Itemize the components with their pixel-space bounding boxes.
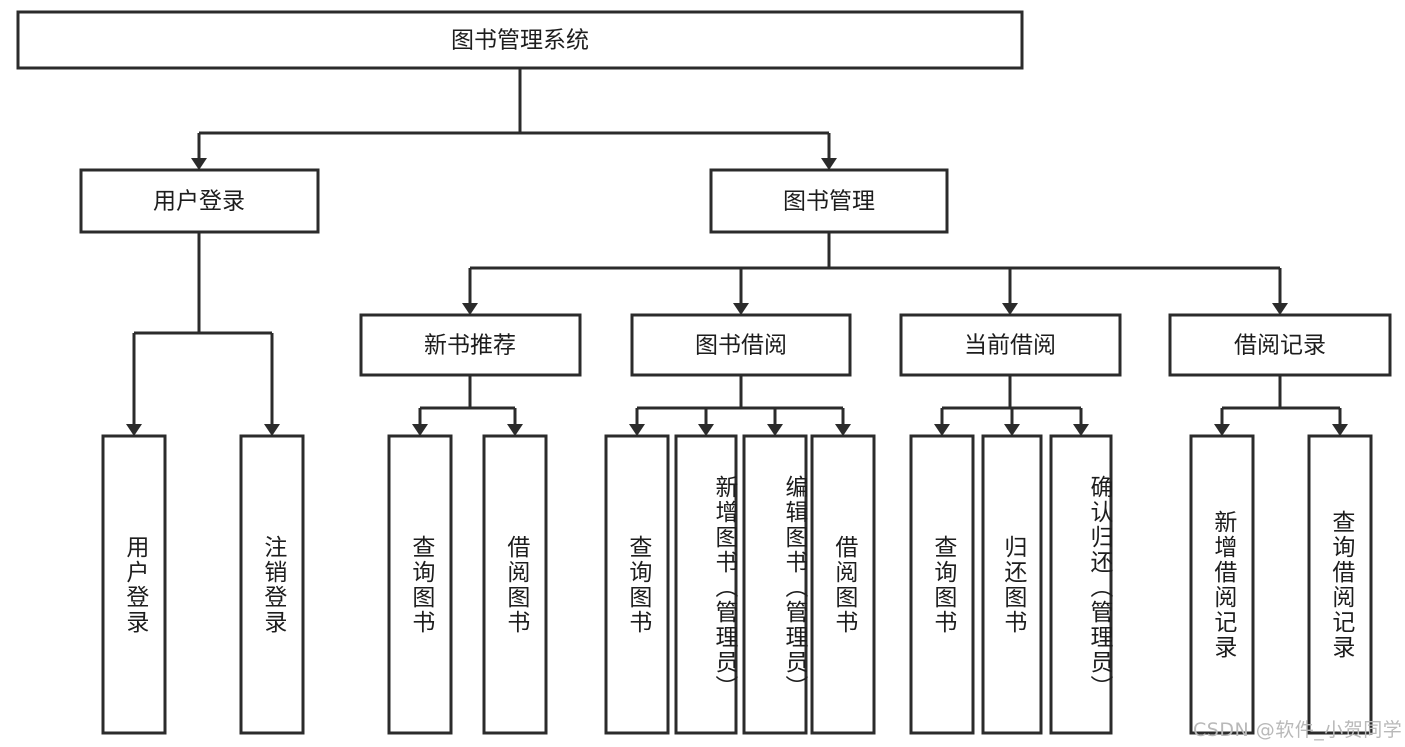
arrowhead-leaf-return-book: [1004, 424, 1020, 436]
arrowhead-leaf-confirm-return-admin: [1073, 424, 1089, 436]
arrowhead-new-book-recommend: [462, 303, 478, 315]
node-leaf-borrow-book-borrow[interactable]: [810, 434, 876, 735]
node-leaf-user-login[interactable]: [101, 434, 167, 735]
label-user-login: 用户登录: [153, 189, 245, 215]
label-book-borrow: 图书借阅: [695, 333, 787, 359]
node-leaf-query-borrow-record[interactable]: [1307, 434, 1373, 735]
node-borrow-record[interactable]: [1168, 313, 1392, 377]
arrowhead-leaf-query-book-current: [934, 424, 950, 436]
label-borrow-record: 借阅记录: [1234, 333, 1326, 359]
node-leaf-query-book-current[interactable]: [909, 434, 975, 735]
node-leaf-confirm-return-admin[interactable]: [1049, 434, 1113, 735]
arrowhead-leaf-borrow-book-recommend: [507, 424, 523, 436]
node-leaf-edit-book-admin[interactable]: [742, 434, 808, 735]
node-leaf-return-book[interactable]: [981, 434, 1043, 735]
node-user-login[interactable]: [79, 168, 320, 234]
node-current-borrow[interactable]: [899, 313, 1122, 377]
arrowhead-borrow-record: [1272, 303, 1288, 315]
node-leaf-query-book-recommend[interactable]: [387, 434, 453, 735]
node-leaf-borrow-book-recommend[interactable]: [482, 434, 548, 735]
node-leaf-query-book-borrow[interactable]: [604, 434, 670, 735]
arrowhead-leaf-add-book-admin: [698, 424, 714, 436]
node-leaf-add-book-admin[interactable]: [674, 434, 738, 735]
connector-layer: [126, 68, 1348, 436]
label-current-borrow: 当前借阅: [964, 333, 1056, 359]
arrowhead-leaf-query-book-borrow: [629, 424, 645, 436]
arrowhead-book-management: [821, 158, 837, 170]
arrowhead-leaf-edit-book-admin: [767, 424, 783, 436]
arrowhead-book-borrow: [733, 303, 749, 315]
horizontal-label-layer: 图书管理系统 用户登录 图书管理 新书推荐 图书借阅 当前借阅 借阅记录: [153, 28, 1326, 359]
label-new-book-recommend: 新书推荐: [424, 333, 516, 359]
node-box-layer: [16, 10, 1392, 735]
arrowhead-user-login: [191, 158, 207, 170]
arrowhead-leaf-query-borrow-record: [1332, 424, 1348, 436]
node-root[interactable]: [16, 10, 1024, 70]
csdn-watermark: CSDN @软件_小贺同学: [1193, 719, 1403, 741]
node-book-management[interactable]: [709, 168, 949, 234]
arrowhead-leaf-add-borrow-record: [1214, 424, 1230, 436]
arrowhead-leaf-query-book-recommend: [412, 424, 428, 436]
label-book-management: 图书管理: [783, 189, 875, 215]
node-leaf-add-borrow-record[interactable]: [1189, 434, 1255, 735]
node-new-book-recommend[interactable]: [359, 313, 582, 377]
arrowhead-leaf-user-login: [126, 424, 142, 436]
arrowhead-leaf-borrow-book-borrow: [835, 424, 851, 436]
node-leaf-logout-login[interactable]: [239, 434, 305, 735]
arrowhead-leaf-logout-login: [264, 424, 280, 436]
label-root: 图书管理系统: [451, 28, 589, 54]
arrowhead-current-borrow: [1002, 303, 1018, 315]
node-book-borrow[interactable]: [630, 313, 852, 377]
